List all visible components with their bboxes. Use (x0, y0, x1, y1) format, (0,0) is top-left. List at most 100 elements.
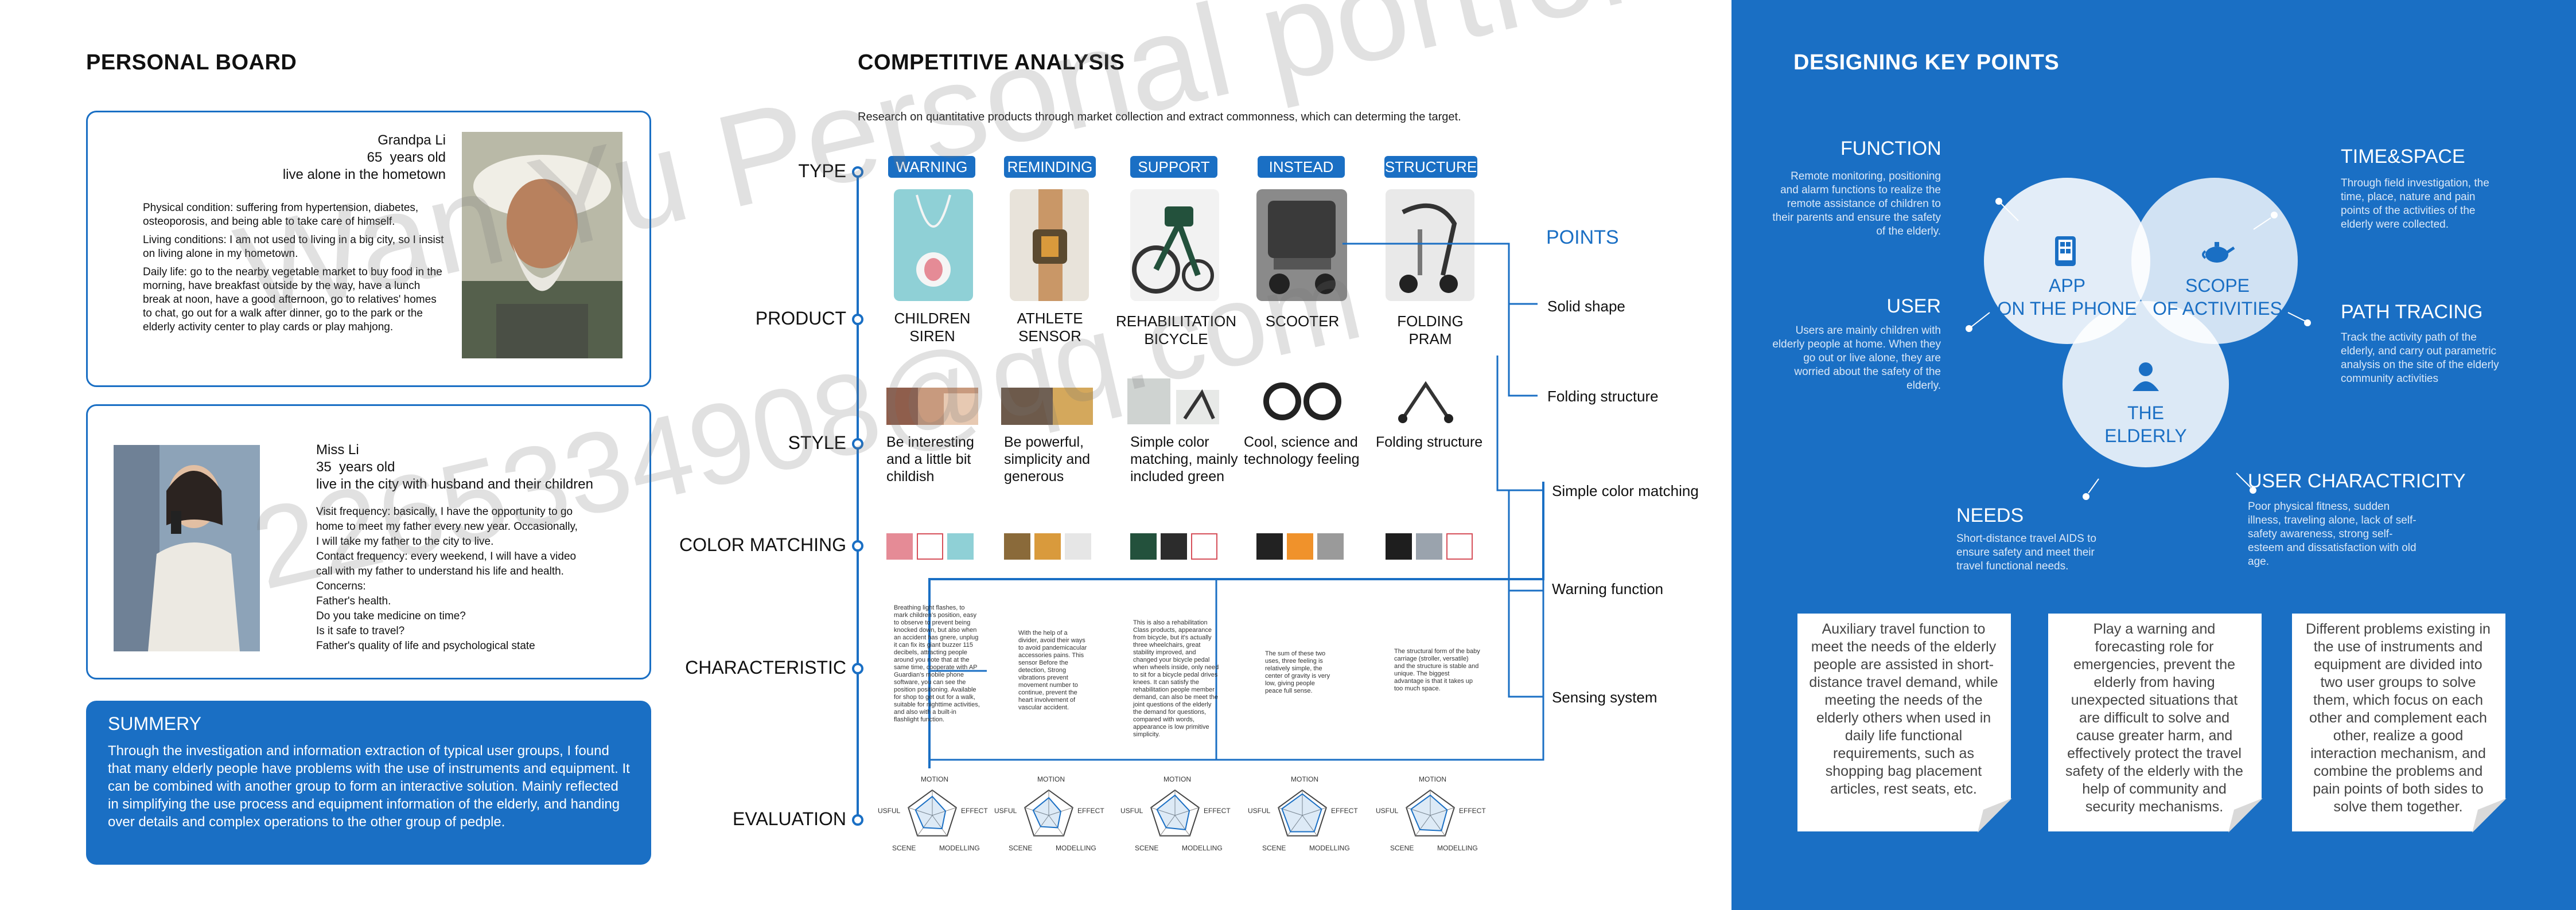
color-swatch (1191, 533, 1217, 560)
persona-name: Miss Li (316, 442, 359, 458)
summary-card: SUMMERY Through the investigation and in… (86, 701, 651, 865)
radar-chart (1150, 789, 1200, 837)
radar-value (1410, 794, 1448, 831)
personal-board-title: PERSONAL BOARD (86, 50, 297, 75)
type-tag-support: SUPPORT (1130, 156, 1217, 178)
persona-name: Grandpa Li (378, 132, 446, 148)
kp-user-charactricity-text: Poor physical fitness, sudden illness, t… (2248, 501, 2417, 568)
point-solid-shape: Solid shape (1547, 298, 1625, 315)
color-swatch (1130, 533, 1157, 560)
kp-time-space-text: Through field investigation, the time, p… (2341, 177, 2489, 231)
point-sensing-system: Sensing system (1552, 689, 1657, 706)
characteristic-text: Breathing light flashes, to mark childre… (894, 604, 980, 723)
detail-line: Visit frequency: basically, I have the o… (316, 506, 573, 518)
persona-age-unit: years old (390, 150, 446, 165)
note-text: Different problems existing in the use o… (2306, 621, 2491, 815)
radar-axis-label: USFUL (1248, 807, 1271, 815)
radar-spoke (1174, 815, 1190, 836)
row-label-characteristic: CHARACTERISTIC (685, 657, 846, 678)
product-name-line: CHILDREN (894, 310, 971, 327)
characteristic-bracket (928, 482, 1544, 768)
radar-spoke (1430, 815, 1446, 836)
radar-spoke (1415, 815, 1431, 836)
radar-outline (1278, 789, 1327, 837)
color-swatch (1386, 533, 1412, 560)
radar-spoke (1302, 807, 1327, 816)
detail-line: Contact frequency: every weekend, I will… (316, 550, 577, 563)
persona-card-grandpa: Grandpa Li 65 years old live alone in th… (86, 111, 651, 387)
circle-label-line: ON THE PHONE (1997, 298, 2137, 319)
product-name-line: SIREN (909, 327, 955, 345)
radar-outline (1150, 789, 1200, 837)
color-swatch (1317, 533, 1344, 560)
style-text: Simple color matching, mainly included g… (1130, 434, 1238, 485)
timeline-axis (852, 166, 863, 826)
radar-axis-label: USFUL (1376, 807, 1399, 815)
characteristic-text: The structural form of the baby carriage… (1394, 648, 1480, 692)
radar-axis-label: SCENE (1390, 844, 1414, 852)
row-label-type: TYPE (798, 161, 846, 181)
radar-spoke (1048, 815, 1064, 836)
color-swatch (947, 533, 974, 560)
kp-function-title: FUNCTION (1840, 138, 1941, 159)
color-swatch (1034, 533, 1061, 560)
type-tag-reminding: REMINDING (1004, 156, 1096, 178)
kp-function-text: Remote monitoring, positioning and alarm… (1772, 170, 1941, 237)
characteristic-text: With the help of a divider, avoid their … (1018, 630, 1087, 711)
note-text: Auxiliary travel function to meet the ne… (1809, 621, 1998, 797)
radar-axis-label: EFFECT (961, 807, 988, 815)
radar-spoke (917, 815, 933, 836)
radar-spoke (1174, 807, 1200, 816)
circle-label-line: APP (2048, 275, 2086, 296)
color-swatch (886, 533, 913, 560)
persona-living: live in the city with husband and their … (316, 477, 593, 492)
person-icon (2133, 362, 2159, 391)
note-fold-icon (2228, 798, 2263, 833)
product-name-line: SENSOR (1018, 327, 1081, 345)
persona-physical: Physical condition: suffering from hyper… (143, 202, 419, 228)
radar-axis-label: SCENE (892, 844, 916, 852)
kp-time-space-title: TIME&SPACE (2341, 146, 2465, 167)
summary-text: Through the investigation and informatio… (108, 743, 630, 830)
radar-chart (1278, 789, 1327, 837)
persona2-details: Visit frequency: basically, I have the o… (316, 505, 637, 654)
radar-outline (1406, 789, 1455, 837)
grandpa-photo (462, 132, 622, 358)
radar-spoke (908, 807, 933, 816)
color-swatch (1256, 533, 1283, 560)
point-simple-color-matching: Simple color matching (1552, 482, 1699, 499)
detail-line: Is it safe to travel? (316, 625, 405, 637)
circle-label-line: OF ACTIVITIES (2153, 298, 2282, 319)
radar-spoke (1430, 807, 1455, 816)
style-thumbnail (1398, 381, 1453, 423)
radar-axis-label: USFUL (878, 807, 901, 815)
product-name-line: REHABILITATION (1116, 313, 1236, 330)
kp-needs-title: NEEDS (1956, 505, 2024, 526)
points-connector (1343, 243, 1543, 698)
style-text: Folding structure (1376, 434, 1483, 450)
teapot-icon (2202, 242, 2235, 263)
radar-axis-label: MOTION (921, 775, 948, 783)
kp-user-title: USER (1886, 295, 1941, 317)
radar-outline (1024, 789, 1073, 837)
style-thumbnail (886, 388, 978, 425)
radar-axis-label: SCENE (1009, 844, 1033, 852)
radar-chart (908, 789, 957, 837)
color-swatch (1161, 533, 1187, 560)
row-label-style: STYLE (788, 432, 846, 453)
children-siren-image (894, 189, 973, 301)
persona-age: 65 (367, 150, 383, 165)
persona-living: live alone in the hometown (282, 167, 446, 182)
radar-axis-label: USFUL (1120, 807, 1143, 815)
product-name-line: SCOOTER (1265, 313, 1340, 330)
radar-axis-label: MOTION (1419, 775, 1446, 783)
style-thumbnail (1001, 388, 1093, 425)
circle-label-line: ELDERLY (2104, 425, 2187, 446)
note-card: Play a warning and forecasting role for … (2048, 614, 2263, 833)
